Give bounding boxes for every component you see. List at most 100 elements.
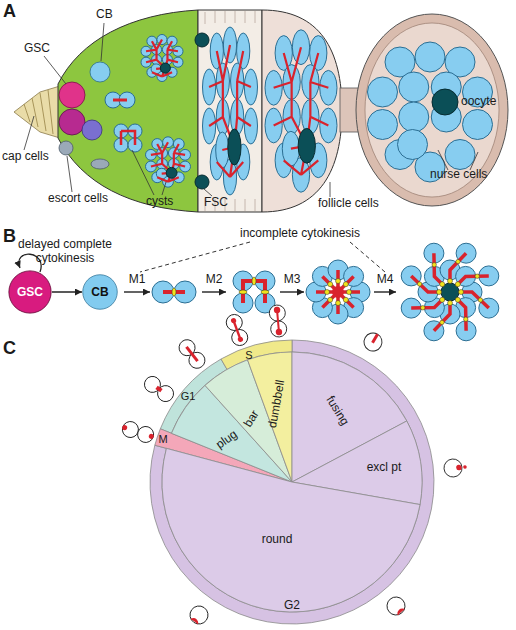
four-cell-cyst (233, 271, 275, 313)
four-cell-cyst (114, 124, 142, 152)
panel-letter: C (3, 338, 16, 359)
sixteen-cell-cyst (411, 253, 489, 331)
eight-cell-cyst (347, 290, 352, 295)
cell-label: GSC (24, 42, 50, 56)
pie-sector (162, 448, 420, 612)
sixteen-cell-cyst (146, 40, 178, 77)
cell-icons (185, 346, 198, 362)
cell-icons (148, 433, 154, 439)
cell-label: oocyte (461, 95, 496, 109)
transit-cell (82, 120, 102, 140)
cell-icons (275, 328, 282, 335)
sixteen-cell-cyst (421, 306, 425, 310)
panel-letter: A (3, 1, 16, 22)
sixteen-cell-cyst (141, 34, 183, 81)
eight-cell-cyst (316, 270, 360, 314)
gsc-cell (59, 109, 85, 135)
sixteen-cell-cyst (455, 297, 460, 302)
mitosis-label: M2 (206, 273, 223, 287)
leader-lines (24, 23, 478, 197)
lens-cyst (203, 27, 258, 195)
cell-label: escort cells (48, 192, 108, 206)
cell-icons (274, 307, 281, 314)
cell-icons (224, 312, 250, 348)
cystoblast-circle: CB (82, 274, 118, 310)
sixteen-cell-cyst (448, 301, 453, 306)
eight-cell-cyst (332, 286, 344, 298)
sixteen-cell-cyst (475, 274, 479, 278)
cell-label: cap cells (2, 150, 49, 164)
cell-icons (276, 311, 280, 331)
sixteen-cell-cyst (146, 137, 191, 187)
cell-icons (191, 617, 199, 624)
egg-chamber-inner (365, 23, 499, 197)
phase-label: M (158, 433, 167, 446)
sixteen-cell-cyst (141, 34, 183, 81)
egg-chamber (262, 10, 342, 212)
cell-icons (230, 317, 237, 324)
leader-lines (132, 150, 166, 195)
cell-icons (443, 458, 463, 478)
sixteen-cell-cyst (478, 298, 482, 302)
cell-icons (233, 321, 241, 339)
division-arrow (124, 291, 150, 292)
node-shape (9, 271, 51, 313)
panel-letter: B (3, 226, 16, 247)
phase-label: S (245, 349, 252, 362)
eight-cell-cyst (306, 260, 370, 324)
node-shape (83, 275, 118, 310)
leader-lines (101, 23, 104, 61)
cell-icons (443, 458, 467, 478)
cell-icons (141, 373, 176, 404)
cell-icons (361, 330, 386, 355)
two-cell-cyst (152, 281, 196, 303)
phase-label: G2 (284, 599, 300, 613)
sixteen-cell-cyst (151, 142, 185, 182)
cell-icons (186, 602, 211, 627)
cell-icons (383, 593, 408, 618)
lens-cyst (209, 45, 251, 177)
cell-icons (120, 304, 468, 627)
sixteen-cell-cyst (146, 137, 191, 187)
sixteen-cell-cyst (440, 320, 444, 324)
cell-icons (463, 465, 467, 469)
cell-icons (269, 304, 288, 337)
connector-arrow (52, 291, 82, 293)
lens-cyst (203, 27, 258, 195)
eight-cell-cyst (306, 260, 370, 324)
fsc-cell (195, 175, 209, 189)
sixteen-cell-cyst (432, 263, 436, 267)
phase-ring (150, 340, 434, 624)
sixteen-cell-cyst (440, 297, 445, 302)
sixteen-cell-cyst (401, 243, 499, 341)
stage-label: round (262, 533, 293, 547)
cell-label: cysts (146, 195, 173, 209)
division-arrow (374, 291, 396, 292)
mitosis-label: M3 (284, 273, 301, 287)
two-cell-cyst (172, 288, 176, 296)
nurse-cells (368, 42, 493, 182)
region-1-2a (58, 10, 198, 212)
sixteen-cell-cyst (417, 282, 421, 286)
cell-label: nurse cells (430, 168, 487, 182)
stage-one-cyst (265, 30, 337, 192)
germarium (14, 10, 508, 212)
eight-cell-cyst (325, 279, 352, 306)
cell-icons (176, 336, 208, 371)
two-cell-cyst (105, 92, 135, 108)
cell-label: CB (96, 8, 113, 22)
leader-lines (204, 189, 212, 196)
eight-cell-cyst (336, 279, 341, 284)
stage-one-cyst (274, 47, 329, 175)
node-text: GSC (17, 285, 43, 299)
process-label: incomplete cytokinesis (240, 227, 360, 241)
cell-icons (186, 602, 211, 627)
eight-cell-cyst (328, 297, 333, 302)
eight-cell-cyst (325, 290, 330, 295)
cell-icons (141, 373, 176, 404)
two-cell-cyst (113, 99, 127, 102)
escort-cell (91, 159, 109, 169)
cell-icons (237, 336, 244, 343)
sixteen-cell-cyst (437, 290, 442, 295)
